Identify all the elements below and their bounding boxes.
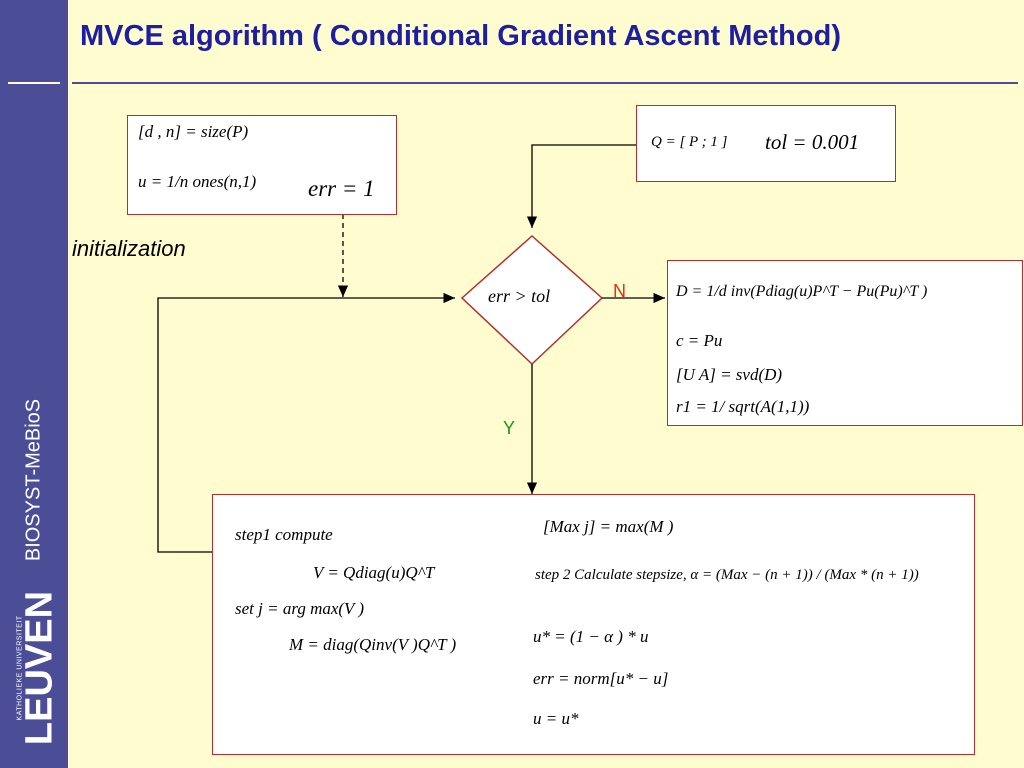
update-d-formula: D = 1/d inv(Pdiag(u)P^T − Pu(Pu)^T )	[676, 283, 928, 300]
init-size-formula: [d , n] = size(P)	[138, 122, 249, 141]
slide-title: MVCE algorithm ( Conditional Gradient As…	[80, 20, 841, 52]
step1-label: step1 compute	[235, 525, 333, 544]
init-box: [d , n] = size(P) u = 1/n ones(n,1) err …	[127, 115, 397, 215]
sidebar-rule	[8, 82, 60, 84]
step-box: step1 compute V = Qdiag(u)Q^T set j = ar…	[212, 494, 975, 755]
update-r1-formula: r1 = 1/ sqrt(A(1,1))	[676, 397, 810, 416]
q-matrix: Q = [ P ; 1 ]	[651, 134, 728, 150]
loop-arrow	[157, 292, 455, 553]
step2-u-update: u = u*	[533, 709, 579, 728]
step2-max: [Max j] = max(M )	[543, 517, 674, 536]
update-box: D = 1/d inv(Pdiag(u)P^T − Pu(Pu)^T ) c =…	[667, 260, 1023, 426]
update-svd-formula: [U A] = svd(D)	[676, 365, 783, 384]
step2-u-star: u* = (1 − α ) * u	[533, 627, 649, 646]
initialization-label: initialization	[72, 236, 186, 261]
no-label: N	[613, 281, 626, 301]
step1-m-formula: M = diag(Qinv(V )Q^T )	[289, 635, 457, 654]
title-divider	[72, 82, 1018, 84]
tol-value: tol = 0.001	[765, 130, 860, 154]
step2-stepsize: step 2 Calculate stepsize, α = (Max − (n…	[535, 567, 919, 583]
step1-argmax: set j = arg max(V )	[235, 599, 365, 618]
step2-err: err = norm[u* − u]	[533, 669, 669, 688]
sidebar: BIOSYST-MeBioS KATHOLIEKE UNIVERSITEIT L…	[0, 0, 68, 768]
yes-label: Y	[503, 418, 516, 438]
init-err: err = 1	[308, 176, 375, 201]
step1-v-formula: V = Qdiag(u)Q^T	[313, 563, 435, 582]
q-box: Q = [ P ; 1 ] tol = 0.001	[636, 105, 896, 182]
update-c-formula: c = Pu	[676, 331, 723, 350]
q-arrow	[526, 144, 636, 228]
init-u-formula: u = 1/n ones(n,1)	[138, 172, 257, 191]
decision-condition: err > tol	[488, 286, 551, 306]
